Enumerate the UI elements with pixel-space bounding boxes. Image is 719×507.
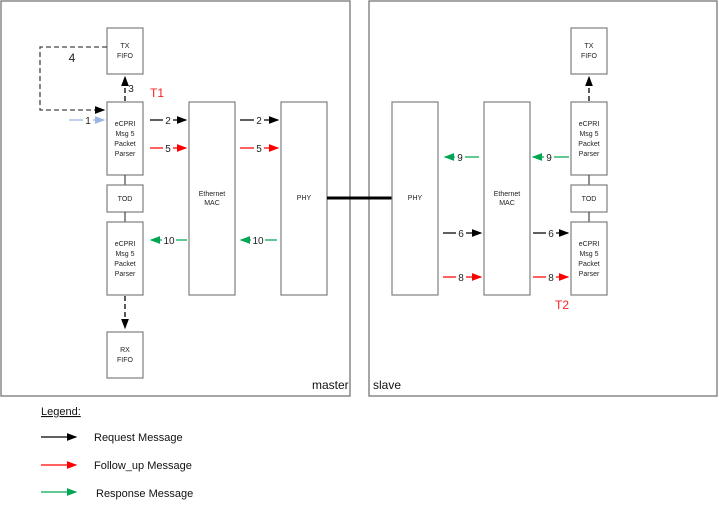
slave-tx-fifo: TX FIFO [570,27,608,75]
master-phy: PHY [280,101,328,296]
svg-text:eCPRI: eCPRI [115,241,136,248]
svg-text:TOD: TOD [118,196,133,203]
svg-text:1: 1 [85,116,91,127]
master-rx-fifo: RX FIFO [106,331,144,379]
arrow-6-slave-phy-mac: 6 [443,227,483,240]
svg-text:5: 5 [256,144,262,155]
svg-text:MAC: MAC [204,200,220,207]
svg-text:8: 8 [548,273,554,284]
svg-text:Response Message: Response Message [96,488,193,500]
master-tod: TOD [106,184,144,213]
master-parser-bottom: eCPRI Msg 5 Packet Parser [106,221,144,296]
legend-item-request: Request Message [41,432,183,444]
svg-text:TOD: TOD [582,196,597,203]
arrow-3: 3 [121,75,134,101]
arrow-1: 1 [69,114,106,127]
slave-phy: PHY [391,101,439,296]
arrow-9-slave-parser-mac: 9 [531,151,569,164]
arrow-8-slave-phy-mac: 8 [443,271,483,284]
svg-text:FIFO: FIFO [117,53,133,60]
svg-text:PHY: PHY [297,195,312,202]
svg-text:9: 9 [457,153,463,164]
svg-text:Msg 5: Msg 5 [579,131,598,138]
svg-text:Parser: Parser [579,271,600,278]
timestamp-t2: T2 [555,298,569,312]
svg-text:Packet: Packet [114,141,135,148]
svg-text:Request Message: Request Message [94,432,183,444]
svg-text:MAC: MAC [499,200,515,207]
svg-text:10: 10 [252,236,264,247]
svg-text:PHY: PHY [408,195,423,202]
svg-text:eCPRI: eCPRI [115,121,136,128]
svg-text:8: 8 [458,273,464,284]
svg-text:TX: TX [585,43,594,50]
slave-ethernet-mac: Ethernet MAC [483,101,531,296]
svg-text:Parser: Parser [115,151,136,158]
svg-text:RX: RX [120,347,130,354]
master-tx-fifo: TX FIFO [106,27,144,75]
arrow-10-master-phy-mac: 10 [239,234,277,247]
master-label: master [312,378,349,392]
svg-text:Parser: Parser [579,151,600,158]
svg-text:Packet: Packet [114,261,135,268]
svg-text:2: 2 [165,116,171,127]
timestamp-t1: T1 [150,86,164,100]
svg-text:3: 3 [128,84,134,95]
slave-parser-bottom: eCPRI Msg 5 Packet Parser [570,221,608,296]
svg-text:eCPRI: eCPRI [579,121,600,128]
slave-parser-top: eCPRI Msg 5 Packet Parser [570,101,608,176]
arrow-5-master-parser-mac: 5 [150,142,188,155]
svg-text:TX: TX [121,43,130,50]
svg-text:4: 4 [69,51,76,65]
arrow-10-master-mac-parser: 10 [149,234,187,247]
svg-text:5: 5 [165,144,171,155]
svg-text:Ethernet: Ethernet [494,191,521,198]
legend: Legend: Request Message Follow_up Messag… [41,406,193,500]
svg-text:FIFO: FIFO [117,357,133,364]
svg-text:Msg 5: Msg 5 [115,131,134,138]
slave-label: slave [373,378,401,392]
arrow-8-slave-mac-parser: 8 [533,271,570,284]
svg-text:Follow_up Message: Follow_up Message [94,460,192,472]
svg-text:6: 6 [548,229,554,240]
svg-text:Msg 5: Msg 5 [579,251,598,258]
svg-text:Packet: Packet [578,261,599,268]
arrow-5-master-mac-phy: 5 [240,142,280,155]
svg-text:10: 10 [163,236,175,247]
legend-item-followup: Follow_up Message [41,460,192,472]
arrow-9-slave-mac-phy: 9 [443,151,479,164]
svg-text:eCPRI: eCPRI [579,241,600,248]
master-ethernet-mac: Ethernet MAC [188,101,236,296]
svg-text:9: 9 [546,153,552,164]
arrow-2-master-parser-mac: 2 [150,114,188,127]
svg-text:2: 2 [256,116,262,127]
svg-text:6: 6 [458,229,464,240]
legend-item-response: Response Message [41,488,193,500]
svg-text:Msg 5: Msg 5 [115,251,134,258]
arrow-2-master-mac-phy: 2 [240,114,280,127]
slave-tod: TOD [570,184,608,213]
arrow-4-loop: 4 [39,46,107,114]
legend-title: Legend: [41,406,81,418]
svg-text:Parser: Parser [115,271,136,278]
svg-text:Ethernet: Ethernet [199,191,226,198]
svg-text:Packet: Packet [578,141,599,148]
svg-text:FIFO: FIFO [581,53,597,60]
master-parser-top: eCPRI Msg 5 Packet Parser [106,101,144,176]
arrow-6-slave-mac-parser: 6 [533,227,570,240]
